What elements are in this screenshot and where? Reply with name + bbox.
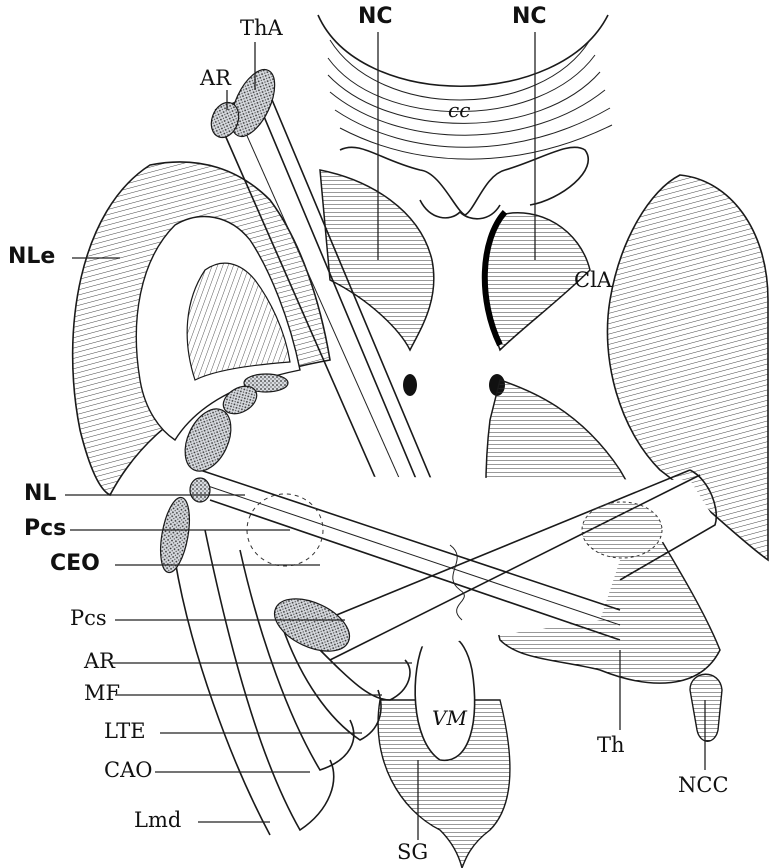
label-ar-bottom: AR	[84, 651, 115, 672]
label-tha: ThA	[240, 18, 283, 39]
label-nl: NL	[24, 483, 56, 505]
label-mf: MF	[84, 683, 120, 704]
label-th: Th	[597, 735, 625, 756]
central-grey	[378, 638, 510, 868]
label-nc-left: NC	[358, 6, 393, 28]
label-lmd: Lmd	[134, 810, 181, 831]
label-pcs-mid: Pcs	[70, 608, 107, 629]
label-ceo: CEO	[50, 553, 100, 575]
label-lte: LTE	[104, 721, 146, 742]
caudate-nucleus-left	[320, 170, 434, 396]
caudate-nucleus-right	[485, 212, 590, 396]
label-ar-top: AR	[200, 68, 231, 89]
label-ncc: NCC	[678, 775, 729, 796]
label-cla: ClA	[574, 270, 612, 291]
label-nc-right: NC	[512, 6, 547, 28]
ncc-nucleus	[690, 674, 722, 741]
label-cc: cc	[448, 100, 470, 120]
label-sg: SG	[397, 842, 428, 863]
label-cao: CAO	[104, 760, 152, 781]
label-pcs-top: Pcs	[24, 518, 66, 540]
label-nle: NLe	[8, 246, 55, 268]
label-vm: VM	[432, 708, 467, 728]
